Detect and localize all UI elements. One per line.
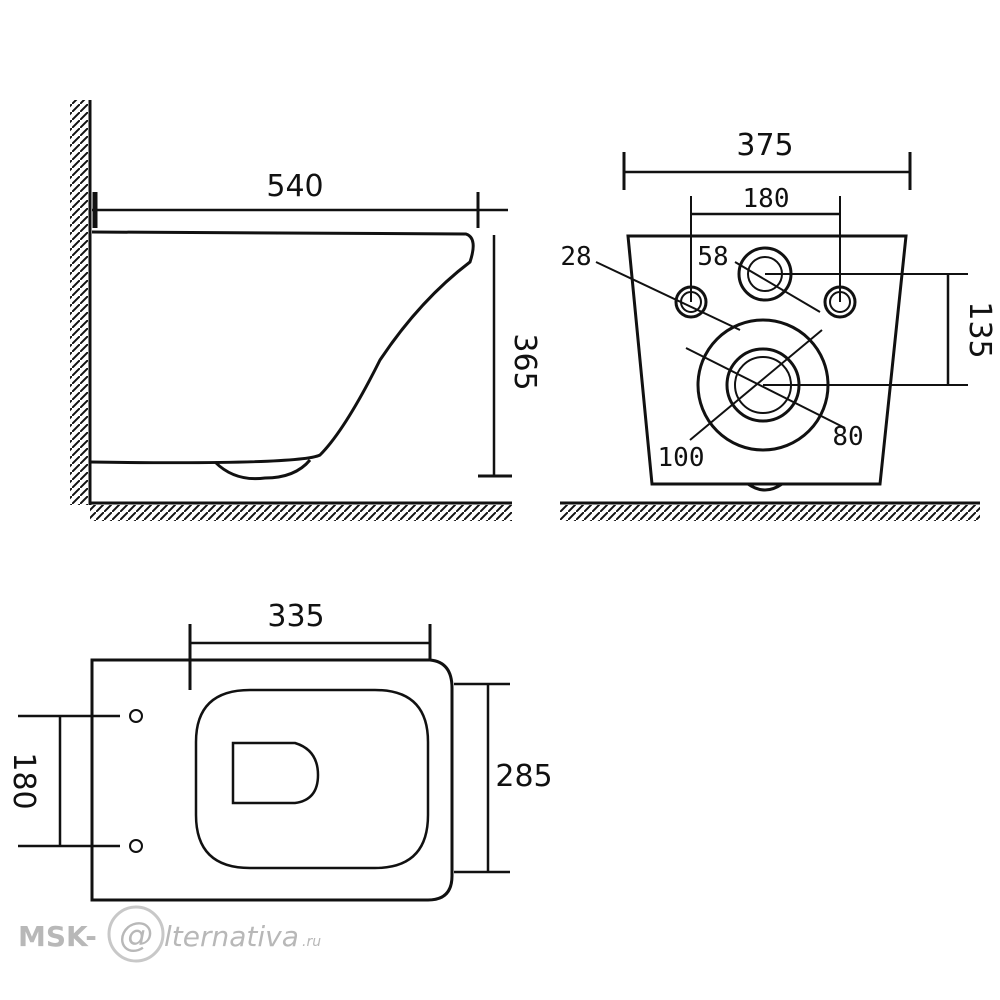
seat-hole-bottom [129, 839, 143, 853]
leader-80 [685, 347, 846, 429]
watermark-suffix: lternativa [164, 920, 299, 953]
watermark-mark: @ [119, 915, 153, 955]
toilet-side-profile [89, 230, 475, 465]
watermark-prefix: MSK- [18, 920, 97, 953]
watermark-tld: .ru [302, 934, 321, 950]
rear-view [560, 152, 980, 521]
rear-inlet-label: 58 [697, 242, 728, 272]
rear-width-label: 375 [736, 128, 793, 163]
seat-opening [194, 688, 430, 870]
leader-28 [595, 261, 741, 331]
toilet-rear-body [626, 234, 908, 486]
leader-100 [689, 329, 823, 441]
wall-hatch [70, 100, 88, 505]
rear-fixing-spacing-label: 180 [743, 184, 790, 214]
drain-outline [231, 741, 320, 805]
rear-outlet-inner-label: 80 [832, 422, 863, 452]
rear-floor-hatch [560, 505, 980, 521]
seat-hole-top [129, 709, 143, 723]
toilet-side-foot [213, 459, 312, 481]
side-height-label: 365 [507, 333, 542, 390]
toilet-rear-foot [747, 482, 783, 492]
top-hole-spacing-label: 180 [6, 752, 41, 809]
top-view [18, 624, 510, 902]
side-view [70, 100, 512, 521]
rear-fixing-hole-label: 28 [560, 242, 591, 272]
floor-hatch [90, 505, 512, 521]
top-length-label: 335 [267, 599, 324, 634]
top-width-label: 285 [495, 759, 552, 794]
watermark: MSK- @ lternativa .ru [18, 905, 321, 963]
side-length-label: 540 [266, 169, 323, 204]
leader-58 [734, 261, 821, 313]
watermark-at-ring [107, 905, 165, 963]
rear-outlet-outer-label: 100 [658, 443, 705, 473]
toilet-top-outline [90, 658, 454, 902]
rear-vertical-label: 135 [962, 301, 997, 358]
